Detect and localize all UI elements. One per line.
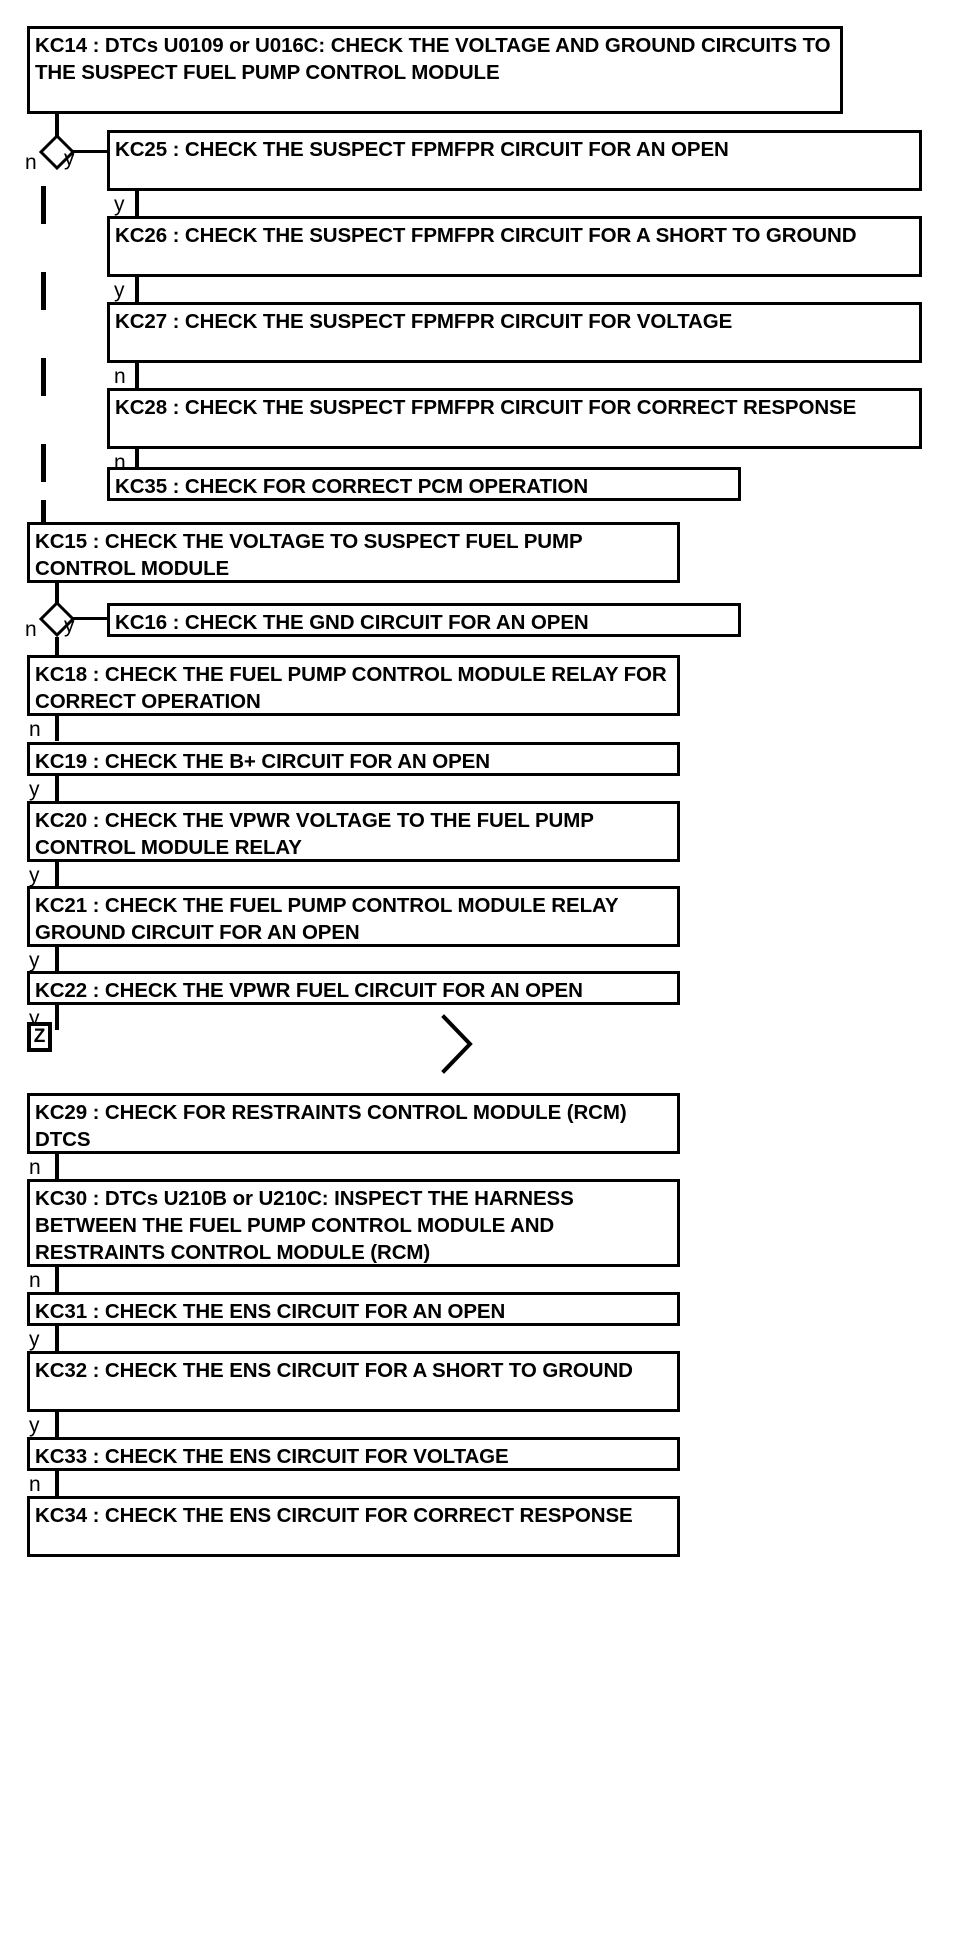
node-kc34[interactable]: KC34 : CHECK THE ENS CIRCUIT FOR CORRECT… bbox=[27, 1496, 680, 1557]
edge-kc25-to-kc26 bbox=[135, 191, 139, 216]
edge-decision2-no bbox=[55, 637, 59, 659]
branch-label-kc32-kc33: y bbox=[29, 1414, 40, 1437]
node-kc16[interactable]: KC16 : CHECK THE GND CIRCUIT FOR AN OPEN bbox=[107, 603, 741, 637]
node-kc27[interactable]: KC27 : CHECK THE SUSPECT FPMFPR CIRCUIT … bbox=[107, 302, 922, 363]
edge-decision1-no-seg2 bbox=[41, 272, 46, 310]
node-kc14[interactable]: KC14 : DTCs U0109 or U016C: CHECK THE VO… bbox=[27, 26, 843, 114]
branch-label-kc29-kc30: n bbox=[29, 1156, 41, 1179]
node-kc18[interactable]: KC18 : CHECK THE FUEL PUMP CONTROL MODUL… bbox=[27, 655, 680, 716]
edge-kc32-to-kc33 bbox=[55, 1412, 59, 1437]
decision-diamond-2[interactable] bbox=[39, 601, 75, 637]
node-kc29[interactable]: KC29 : CHECK FOR RESTRAINTS CONTROL MODU… bbox=[27, 1093, 680, 1154]
branch-label-kc25-kc26: y bbox=[114, 193, 125, 216]
node-kc31[interactable]: KC31 : CHECK THE ENS CIRCUIT FOR AN OPEN bbox=[27, 1292, 680, 1326]
edge-kc27-to-kc28 bbox=[135, 363, 139, 388]
edge-decision1-no-seg4 bbox=[41, 444, 46, 482]
edge-kc31-to-kc32 bbox=[55, 1326, 59, 1351]
edge-kc29-to-kc30 bbox=[55, 1154, 59, 1179]
edge-kc20-to-kc21 bbox=[55, 862, 59, 887]
node-kc15[interactable]: KC15 : CHECK THE VOLTAGE TO SUSPECT FUEL… bbox=[27, 522, 680, 583]
branch-label-kc27-kc28: n bbox=[114, 365, 126, 388]
edge-kc26-to-kc27 bbox=[135, 277, 139, 302]
branch-label-kc21-kc22: y bbox=[29, 949, 40, 972]
node-kc20[interactable]: KC20 : CHECK THE VPWR VOLTAGE TO THE FUE… bbox=[27, 801, 680, 862]
edge-decision1-no-seg3 bbox=[41, 358, 46, 396]
edge-kc33-to-kc34 bbox=[55, 1471, 59, 1496]
branch-label-kc33-kc34: n bbox=[29, 1473, 41, 1496]
node-kc32[interactable]: KC32 : CHECK THE ENS CIRCUIT FOR A SHORT… bbox=[27, 1351, 680, 1412]
branch-label-kc31-kc32: y bbox=[29, 1328, 40, 1351]
node-kc33[interactable]: KC33 : CHECK THE ENS CIRCUIT FOR VOLTAGE bbox=[27, 1437, 680, 1471]
branch-label-decision2-yes: y bbox=[64, 614, 75, 637]
branch-label-kc22-connector: y bbox=[29, 1007, 40, 1030]
edge-decision1-no-seg5 bbox=[41, 500, 46, 526]
branch-label-kc19-kc20: y bbox=[29, 778, 40, 801]
node-kc25[interactable]: KC25 : CHECK THE SUSPECT FPMFPR CIRCUIT … bbox=[107, 130, 922, 191]
node-kc19[interactable]: KC19 : CHECK THE B+ CIRCUIT FOR AN OPEN bbox=[27, 742, 680, 776]
node-kc30[interactable]: KC30 : DTCs U210B or U210C: INSPECT THE … bbox=[27, 1179, 680, 1267]
edge-kc14-to-decision1 bbox=[55, 114, 59, 139]
node-kc28[interactable]: KC28 : CHECK THE SUSPECT FPMFPR CIRCUIT … bbox=[107, 388, 922, 449]
edge-decision2-yes bbox=[73, 617, 109, 620]
edge-kc28-to-kc35 bbox=[135, 449, 139, 474]
edge-kc19-to-kc20 bbox=[55, 776, 59, 801]
branch-label-decision2-no: n bbox=[25, 618, 37, 641]
branch-label-decision1-no: n bbox=[25, 151, 37, 174]
offpage-connector-z[interactable]: Z bbox=[27, 1022, 52, 1052]
branch-label-kc28-kc35: n bbox=[114, 451, 126, 474]
node-kc26[interactable]: KC26 : CHECK THE SUSPECT FPMFPR CIRCUIT … bbox=[107, 216, 922, 277]
branch-label-kc26-kc27: y bbox=[114, 279, 125, 302]
node-kc35[interactable]: KC35 : CHECK FOR CORRECT PCM OPERATION bbox=[107, 467, 741, 501]
edge-kc21-to-kc22 bbox=[55, 947, 59, 972]
edge-kc18-to-kc19 bbox=[55, 716, 59, 741]
node-kc22[interactable]: KC22 : CHECK THE VPWR FUEL CIRCUIT FOR A… bbox=[27, 971, 680, 1005]
chevron-right-icon bbox=[438, 1013, 478, 1080]
edge-kc30-to-kc31 bbox=[55, 1267, 59, 1292]
edge-decision1-no-seg1 bbox=[41, 186, 46, 224]
branch-label-kc30-kc31: n bbox=[29, 1269, 41, 1292]
edge-kc22-to-connector bbox=[55, 1005, 59, 1030]
decision-diamond-1[interactable] bbox=[39, 134, 75, 170]
branch-label-decision1-yes: y bbox=[64, 147, 75, 170]
node-kc21[interactable]: KC21 : CHECK THE FUEL PUMP CONTROL MODUL… bbox=[27, 886, 680, 947]
edge-kc15-to-decision2 bbox=[55, 583, 59, 605]
branch-label-kc20-kc21: y bbox=[29, 864, 40, 887]
edge-decision1-yes bbox=[73, 150, 109, 153]
branch-label-kc18-kc19: n bbox=[29, 718, 41, 741]
